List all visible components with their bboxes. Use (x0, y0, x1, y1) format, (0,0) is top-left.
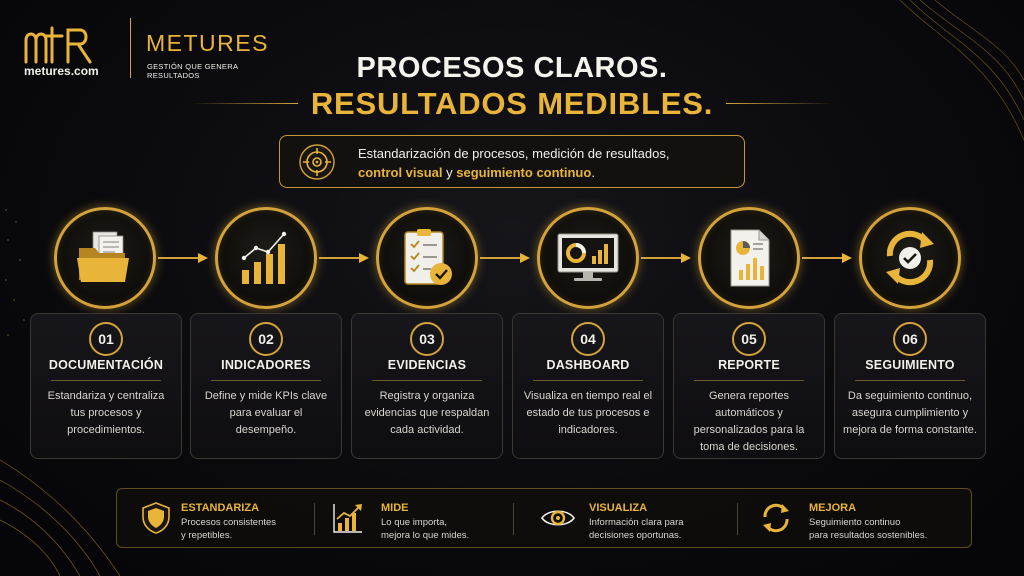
benefit-description-line-2: decisiones oportunas. (589, 530, 682, 541)
step-number: 04 (571, 322, 605, 356)
step-card-evidencias: 03 EVIDENCIAS Registra y organiza eviden… (351, 313, 503, 459)
intro-highlight-control: control visual (358, 165, 443, 180)
step-description: Registra y organiza evidencias que respa… (364, 390, 490, 436)
headline-rule-right (726, 103, 834, 104)
benefit-description: Lo que importa, mejora lo que mides. (381, 516, 531, 542)
benefit-mejora: MEJORA Seguimiento continuo para resulta… (759, 489, 969, 549)
step-card-documentacion: 01 DOCUMENTACIÓN Estandariza y centraliz… (30, 313, 182, 459)
brand-url[interactable]: metures.com (24, 64, 99, 78)
benefit-separator (513, 503, 514, 535)
step-6-icon-circle (859, 207, 961, 309)
brand-name: METURES (146, 30, 269, 56)
flow-arrow-5 (802, 253, 852, 263)
intro-banner: Estandarización de procesos, medición de… (279, 135, 745, 188)
headline-line-2: RESULTADOS MEDIBLES. (310, 86, 714, 121)
eye-icon (541, 510, 575, 526)
intro-end: . (591, 165, 595, 180)
intro-connector: y (442, 165, 457, 180)
intro-line-1: Estandarización de procesos, medición de… (358, 146, 670, 161)
step-number: 06 (893, 322, 927, 356)
step-1-icon-circle (54, 207, 156, 309)
target-icon (299, 144, 335, 180)
metures-logo-icon (24, 26, 92, 64)
bar-chart-trend-icon (241, 231, 287, 284)
step-5-icon-circle (698, 207, 800, 309)
step-number: 05 (732, 322, 766, 356)
step-title: SEGUIMIENTO (865, 358, 955, 372)
benefit-description-line-1: Seguimiento continuo (809, 517, 901, 528)
headline-line-1: PROCESOS CLAROS. (356, 52, 668, 84)
benefit-title: MIDE (381, 502, 409, 514)
step-description: Define y mide KPIs clave para evaluar el… (204, 390, 328, 436)
step-title: REPORTE (718, 358, 780, 372)
step-description: Da seguimiento continuo, asegura cumplim… (843, 390, 977, 436)
step-title: DOCUMENTACIÓN (48, 358, 164, 372)
flow-arrow-1 (158, 253, 208, 263)
brand-logo[interactable]: metures.com METURES GESTIÓN QUE GENERA R… (22, 18, 272, 80)
step-divider (51, 380, 161, 381)
step-title: DASHBOARD (546, 358, 630, 372)
benefit-title: VISUALIZA (589, 502, 648, 514)
benefit-description-line-2: mejora lo que mides. (381, 530, 470, 541)
step-card-dashboard: 04 DASHBOARD Visualiza en tiempo real el… (512, 313, 664, 459)
benefit-separator (737, 503, 738, 535)
flow-arrow-4 (641, 253, 691, 263)
report-document-icon (730, 229, 770, 287)
intro-highlight-seguimiento: seguimiento continuo (456, 165, 592, 180)
step-number: 02 (249, 322, 283, 356)
refresh-check-icon (886, 230, 934, 286)
monitor-dashboard-icon (557, 233, 619, 281)
brand-tagline: GESTIÓN QUE GENERA RESULTADOS (147, 62, 238, 80)
benefit-title: MEJORA (809, 502, 857, 514)
shield-icon (142, 502, 170, 534)
step-divider (211, 380, 321, 381)
benefit-description: Seguimiento continuo para resultados sos… (809, 516, 959, 542)
benefits-bar: ESTANDARIZA Procesos consistentes y repe… (116, 488, 972, 548)
benefit-description: Información clara para decisiones oportu… (589, 516, 739, 542)
headline-rule-left (190, 103, 298, 104)
step-divider (694, 380, 804, 381)
step-divider (533, 380, 643, 381)
benefit-title: ESTANDARIZA (181, 502, 260, 514)
step-title: EVIDENCIAS (387, 358, 467, 372)
step-card-reporte: 05 REPORTE Genera reportes automáticos y… (673, 313, 825, 459)
benefit-visualiza: VISUALIZA Información clara para decisio… (541, 489, 741, 549)
benefit-description-line-2: para resultados sostenibles. (809, 530, 928, 541)
benefit-estandariza: ESTANDARIZA Procesos consistentes y repe… (139, 489, 329, 549)
benefit-description-line-2: y repetibles. (181, 530, 233, 541)
step-number: 03 (410, 322, 444, 356)
cycle-arrows-icon (763, 503, 789, 533)
step-3-icon-circle (376, 207, 478, 309)
step-card-seguimiento: 06 SEGUIMIENTO Da seguimiento continuo, … (834, 313, 986, 459)
benefit-mide: MIDE Lo que importa, mejora lo que mides… (331, 489, 521, 549)
logo-divider (130, 18, 131, 78)
flow-arrow-3 (480, 253, 530, 263)
benefit-description-line-1: Lo que importa, (381, 517, 448, 528)
step-card-indicadores: 02 INDICADORES Define y mide KPIs clave … (190, 313, 342, 459)
flow-arrow-2 (319, 253, 369, 263)
step-divider (855, 380, 965, 381)
benefit-description-line-1: Información clara para (589, 517, 684, 528)
benefit-description: Procesos consistentes y repetibles. (181, 516, 331, 542)
step-number: 01 (89, 322, 123, 356)
folder-documents-icon (77, 231, 129, 282)
step-divider (372, 380, 482, 381)
step-description: Visualiza en tiempo real el estado de tu… (523, 390, 653, 436)
benefit-separator (314, 503, 315, 535)
step-description: Estandariza y centraliza tus procesos y … (47, 390, 165, 436)
step-title: INDICADORES (221, 358, 311, 372)
intro-text: Estandarización de procesos, medición de… (358, 144, 669, 182)
growth-chart-icon (333, 504, 362, 533)
step-4-icon-circle (537, 207, 639, 309)
clipboard-check-icon (404, 229, 452, 285)
benefit-description-line-1: Procesos consistentes (181, 517, 277, 528)
step-2-icon-circle (215, 207, 317, 309)
step-description: Genera reportes automáticos y personaliz… (693, 390, 805, 453)
